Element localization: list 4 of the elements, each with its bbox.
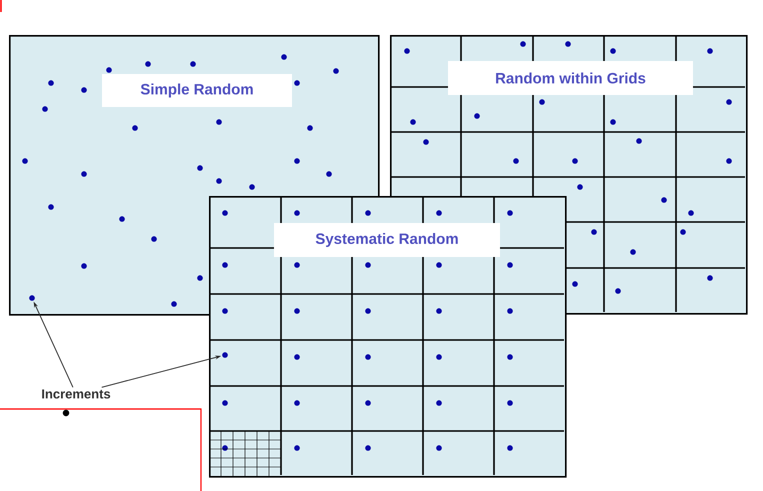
panel-title: Simple Random: [102, 74, 292, 107]
panel-title: Systematic Random: [274, 223, 500, 257]
callout-text: Increments: [42, 389, 110, 399]
panel-title: Random within Grids: [448, 61, 693, 95]
